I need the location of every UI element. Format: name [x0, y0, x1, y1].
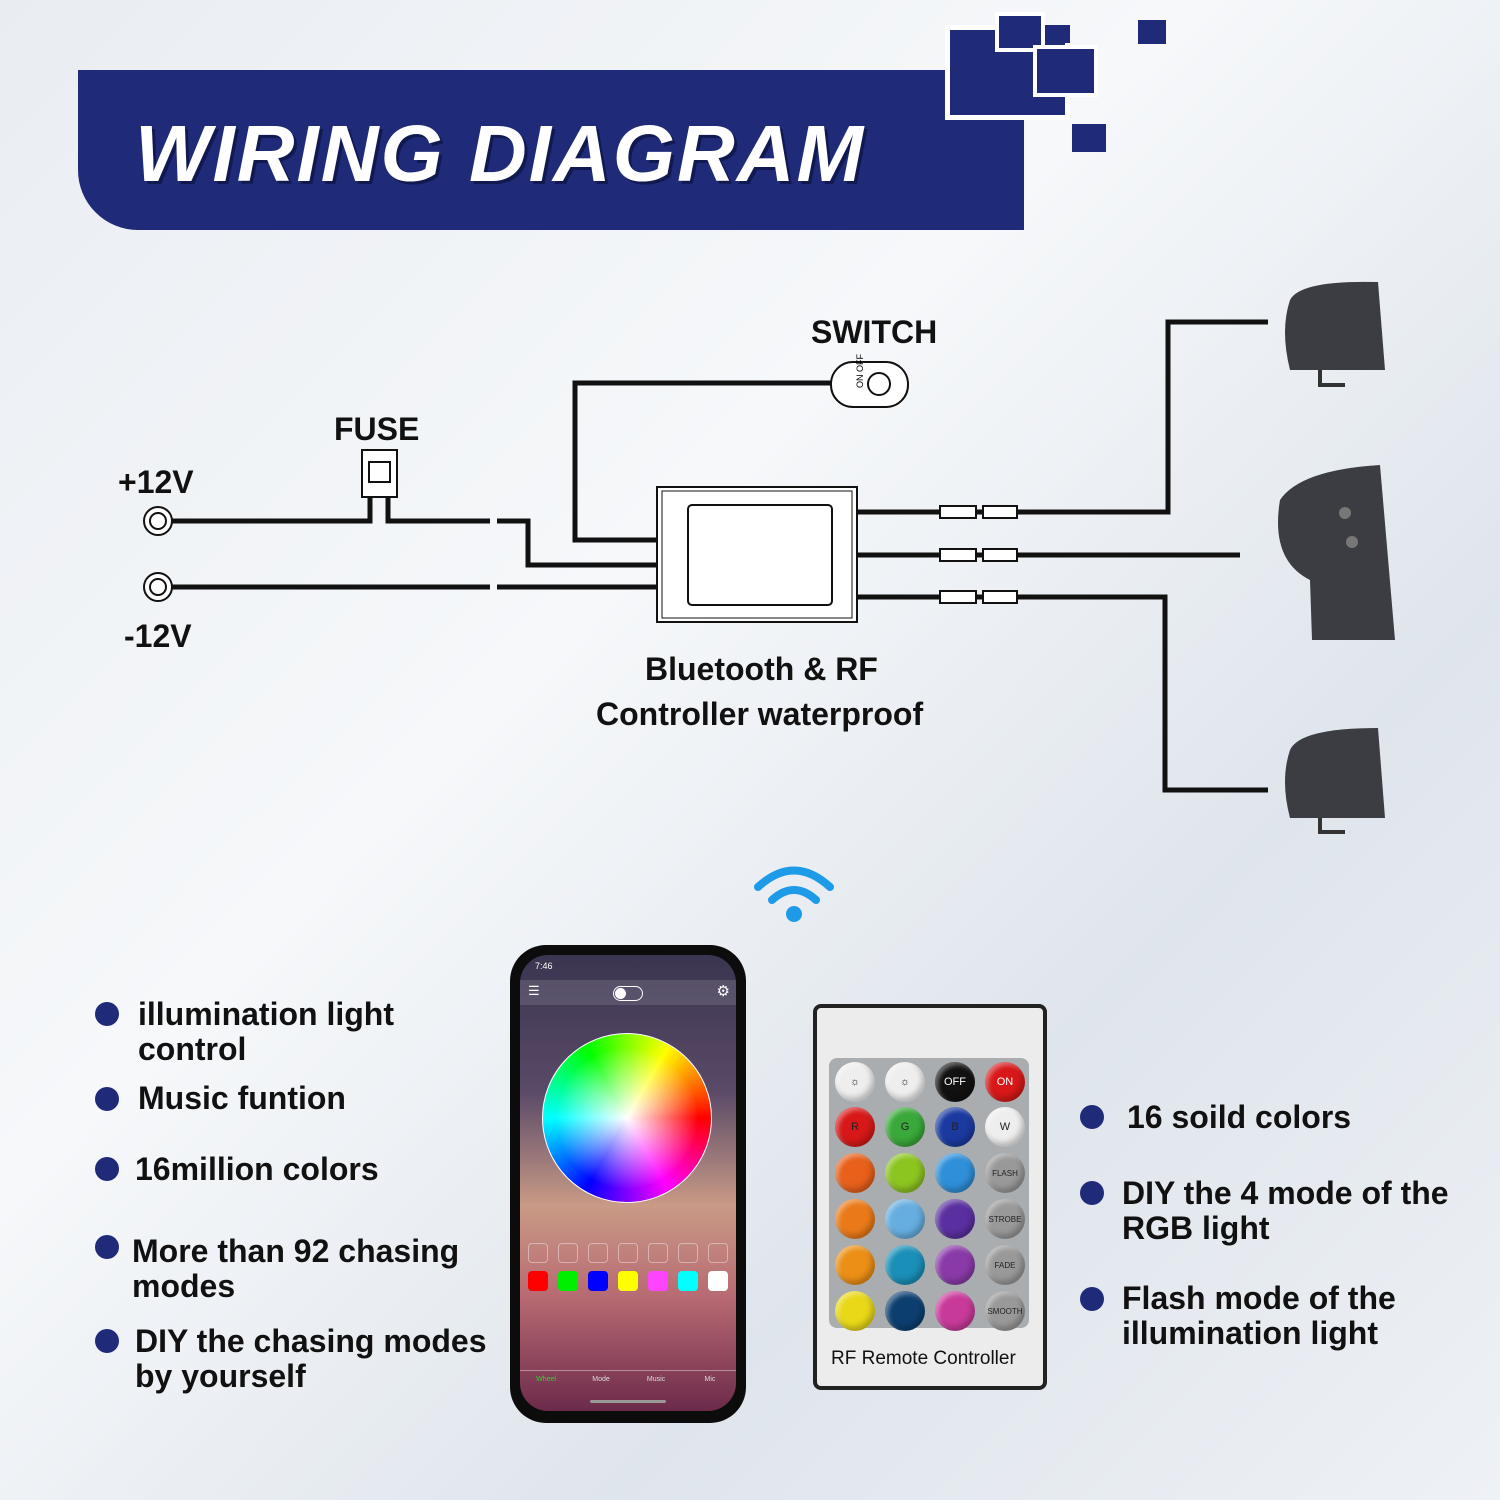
feature-item: DIY the chasing modes by yourself [135, 1323, 487, 1394]
color-button[interactable] [885, 1291, 925, 1331]
feature-item: 16 soild colors [1127, 1099, 1352, 1135]
color-button[interactable] [835, 1245, 875, 1285]
mode-flash-button[interactable]: FLASH [985, 1153, 1025, 1193]
custom-color-slot[interactable] [528, 1243, 548, 1263]
on-button[interactable]: ON [985, 1062, 1025, 1102]
color-button[interactable] [885, 1199, 925, 1239]
custom-color-slot[interactable] [708, 1243, 728, 1263]
light-pod-2-icon [1278, 465, 1395, 640]
preset-color-swatch[interactable] [528, 1271, 548, 1291]
preset-color-swatch[interactable] [588, 1271, 608, 1291]
feature-item: More than 92 chasing modes [132, 1233, 460, 1304]
tab-music[interactable]: Music [646, 1376, 666, 1383]
remote-label: RF Remote Controller [831, 1348, 1016, 1369]
feature-item: DIY the 4 mode of the RGB light [1122, 1175, 1449, 1246]
title-banner [78, 70, 1024, 230]
positive-terminal [143, 506, 173, 536]
controller-label-1: Bluetooth & RF [645, 651, 878, 687]
app-toolbar: ☰ ⚙ [520, 980, 736, 1005]
color-button[interactable] [935, 1245, 975, 1285]
positive-wire [172, 497, 657, 568]
off-button[interactable]: OFF [935, 1062, 975, 1102]
menu-icon[interactable]: ☰ [528, 983, 540, 998]
feature-item: illumination light control [138, 996, 394, 1067]
brightness-down-button[interactable]: ☼ [885, 1062, 925, 1102]
custom-color-slot[interactable] [618, 1243, 638, 1263]
color-wheel[interactable] [542, 1033, 712, 1203]
mode-strobe-button[interactable]: STROBE [985, 1199, 1025, 1239]
output-wire-3 [857, 594, 1268, 793]
fuse-icon [361, 449, 398, 498]
tab-wheel[interactable]: Wheel [536, 1376, 556, 1383]
tab-mode[interactable]: Mode [592, 1376, 610, 1383]
feature-item: Music funtion [138, 1080, 346, 1116]
settings-gear-icon[interactable]: ⚙ [716, 983, 730, 1000]
preset-color-swatch[interactable] [558, 1271, 578, 1291]
smartphone-app: 7:46 ☰ ⚙ Wheel Mode Music Mic [510, 945, 746, 1423]
mode-smooth-button[interactable]: SMOOTH [985, 1291, 1025, 1331]
switch-label: SWITCH [811, 314, 938, 350]
color-button[interactable] [835, 1291, 875, 1331]
negative-label: -12V [124, 618, 192, 654]
mode-fade-button[interactable]: FADE [985, 1245, 1025, 1285]
switch-wire [572, 380, 832, 543]
power-toggle[interactable] [613, 986, 643, 1001]
brightness-up-button[interactable]: ☼ [835, 1062, 875, 1102]
custom-color-slot[interactable] [588, 1243, 608, 1263]
tab-mic[interactable]: Mic [704, 1376, 716, 1383]
color-button[interactable] [935, 1153, 975, 1193]
controller-box [656, 486, 858, 623]
feature-item: 16million colors [135, 1151, 379, 1187]
page-title: WIRING DIAGRAM [135, 109, 866, 198]
color-w-button[interactable]: W [985, 1107, 1025, 1147]
color-button[interactable] [835, 1199, 875, 1239]
custom-color-slot[interactable] [648, 1243, 668, 1263]
feature-item: Flash mode of the illumination light [1122, 1280, 1396, 1351]
light-pod-1-icon [1285, 281, 1385, 387]
preset-color-swatch[interactable] [618, 1271, 638, 1291]
color-button[interactable] [935, 1199, 975, 1239]
color-button[interactable] [885, 1245, 925, 1285]
color-r-button[interactable]: R [835, 1107, 875, 1147]
color-g-button[interactable]: G [885, 1107, 925, 1147]
switch-icon: ON OFF [830, 354, 909, 408]
light-pod-3-icon [1285, 728, 1385, 834]
color-b-button[interactable]: B [935, 1107, 975, 1147]
custom-color-slot[interactable] [558, 1243, 578, 1263]
connectors [939, 505, 1018, 604]
color-button[interactable] [885, 1153, 925, 1193]
wiring-schematic: ON OFF [143, 281, 1395, 834]
wireless-icon [754, 866, 834, 922]
home-indicator [590, 1400, 666, 1403]
controller-label-2: Controller waterproof [596, 696, 924, 732]
color-button[interactable] [935, 1291, 975, 1331]
custom-color-slot[interactable] [678, 1243, 698, 1263]
preset-color-swatch[interactable] [678, 1271, 698, 1291]
status-time: 7:46 [535, 961, 553, 971]
color-button[interactable] [835, 1153, 875, 1193]
negative-terminal [143, 572, 173, 602]
positive-label: +12V [118, 464, 194, 500]
svg-text:ON OFF: ON OFF [855, 354, 865, 388]
preset-color-swatch[interactable] [708, 1271, 728, 1291]
fuse-label: FUSE [334, 411, 420, 447]
preset-color-swatch[interactable] [648, 1271, 668, 1291]
